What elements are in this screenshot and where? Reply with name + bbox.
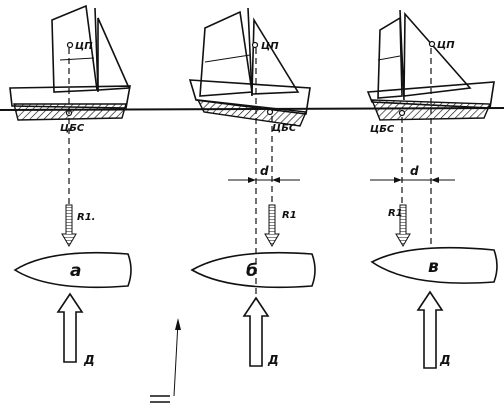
clr-point-b [266, 108, 274, 116]
hull-letter-b: б [246, 261, 258, 281]
hull-plan-a [13, 251, 132, 289]
resistance-arrow-a [61, 204, 77, 247]
figure-b: ЦП ЦБС d R1 б Д [188, 7, 316, 367]
offset-dimension-b [228, 177, 300, 183]
stray-marks [150, 318, 181, 403]
drive-arrow-a [56, 292, 84, 363]
figure-c: ЦП ЦБС d R1 в Д [366, 9, 498, 369]
drive-arrow-c [416, 290, 444, 369]
cp-label-a: ЦП [75, 41, 93, 52]
clr-point-c [398, 109, 406, 117]
clr-label-a: ЦБС [60, 123, 85, 134]
boat-b [188, 7, 311, 127]
resistance-arrow-b [264, 204, 280, 247]
drive-arrow-b [242, 296, 270, 367]
drive-label-b: Д [267, 353, 279, 367]
drive-label-a: Д [83, 353, 95, 367]
boat-a [9, 4, 131, 121]
offset-dimension-c [370, 177, 455, 183]
hull-plan-c [370, 246, 498, 284]
r1-label-a: R1. [77, 212, 95, 223]
hull-letter-a: а [70, 261, 81, 281]
d-label-b: d [260, 164, 269, 178]
drive-label-c: Д [439, 353, 451, 367]
clr-label-b: ЦБС [272, 123, 297, 134]
r1-label-c: R1 [388, 208, 403, 219]
figure-a: ЦП ЦБС R1. а Д [9, 4, 132, 367]
cp-label-c: ЦП [437, 40, 455, 51]
cp-label-b: ЦП [261, 41, 279, 52]
hull-plan-b [190, 251, 316, 289]
cp-point-c [428, 40, 436, 48]
r1-label-b: R1 [282, 210, 297, 221]
cp-point-a [66, 41, 74, 49]
resistance-arrow-c [395, 204, 411, 247]
hull-letter-c: в [428, 257, 439, 277]
cp-point-b [251, 41, 259, 49]
d-label-c: d [410, 164, 419, 178]
clr-label-c: ЦБС [370, 124, 395, 135]
